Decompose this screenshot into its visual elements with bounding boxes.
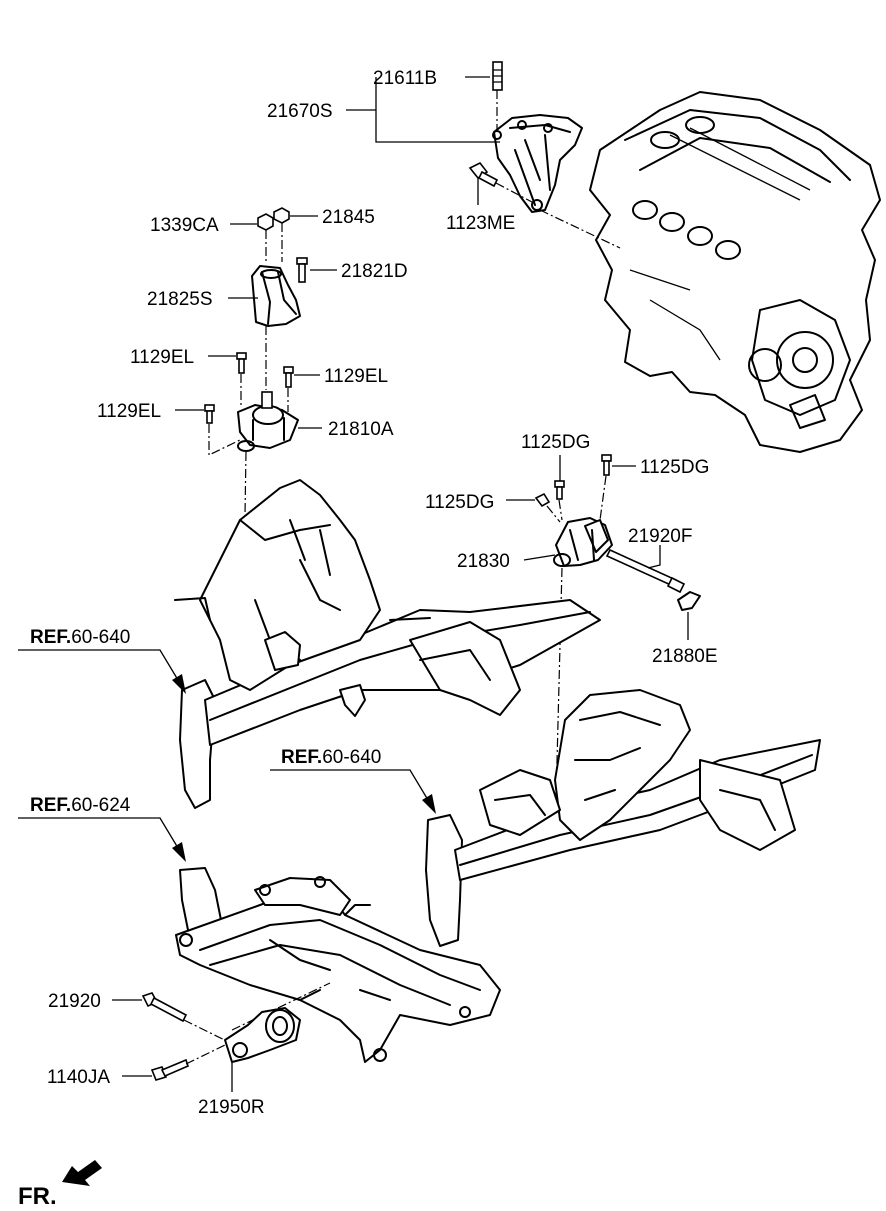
ref-prefix: REF. bbox=[30, 627, 71, 648]
label-1129el-top: 1129EL bbox=[130, 347, 194, 368]
label-1129el-right: 1129EL bbox=[324, 366, 388, 387]
ref-label-left-member: REF.60-640 bbox=[30, 627, 130, 648]
label-1125dg-left: 1125DG bbox=[425, 492, 494, 513]
part-labels: 21611B 21670S 1123ME 1339CA 21845 21821D… bbox=[47, 68, 718, 1118]
ref-code: 60-640 bbox=[71, 627, 130, 648]
reference-labels: REF.60-640 REF.60-640 REF.60-624 bbox=[30, 627, 381, 816]
label-21670s: 21670S bbox=[267, 101, 333, 122]
label-1339ca: 1339CA bbox=[150, 215, 219, 236]
label-21880e: 21880E bbox=[652, 646, 718, 667]
ref-code: 60-624 bbox=[71, 795, 131, 816]
label-21950r: 21950R bbox=[198, 1097, 265, 1118]
ref-prefix: REF. bbox=[281, 747, 322, 768]
label-21611b: 21611B bbox=[373, 68, 437, 89]
label-21821d: 21821D bbox=[341, 261, 408, 282]
ref-label-subframe: REF.60-624 bbox=[30, 795, 131, 816]
right-side-member-drawing bbox=[425, 689, 821, 947]
left-mount-drawing bbox=[204, 207, 308, 641]
label-21920: 21920 bbox=[48, 991, 101, 1012]
front-arrow-icon bbox=[62, 1160, 102, 1186]
label-1125dg-top: 1125DG bbox=[521, 432, 590, 453]
front-direction-indicator: FR. bbox=[18, 1160, 102, 1210]
bracket-21670s-drawing bbox=[468, 61, 621, 249]
label-21845: 21845 bbox=[322, 207, 375, 228]
left-side-member-drawing bbox=[174, 479, 601, 809]
front-direction-label: FR. bbox=[18, 1183, 57, 1210]
right-mount-drawing bbox=[534, 454, 701, 801]
label-1125dg-right: 1125DG bbox=[640, 457, 709, 478]
leader-lines bbox=[18, 76, 689, 1092]
ref-prefix: REF. bbox=[30, 795, 71, 816]
label-21920f: 21920F bbox=[628, 526, 692, 547]
ref-code: 60-640 bbox=[322, 747, 381, 768]
engine-block-drawing bbox=[589, 91, 881, 453]
label-1129el-left: 1129EL bbox=[97, 401, 161, 422]
ref-label-right-member: REF.60-640 bbox=[281, 747, 381, 768]
label-21825s: 21825S bbox=[147, 289, 213, 310]
label-1123me: 1123ME bbox=[446, 213, 515, 234]
label-21810a: 21810A bbox=[328, 419, 394, 440]
subframe-drawing bbox=[141, 867, 501, 1081]
label-21830: 21830 bbox=[457, 551, 510, 572]
label-1140ja: 1140JA bbox=[47, 1067, 110, 1088]
